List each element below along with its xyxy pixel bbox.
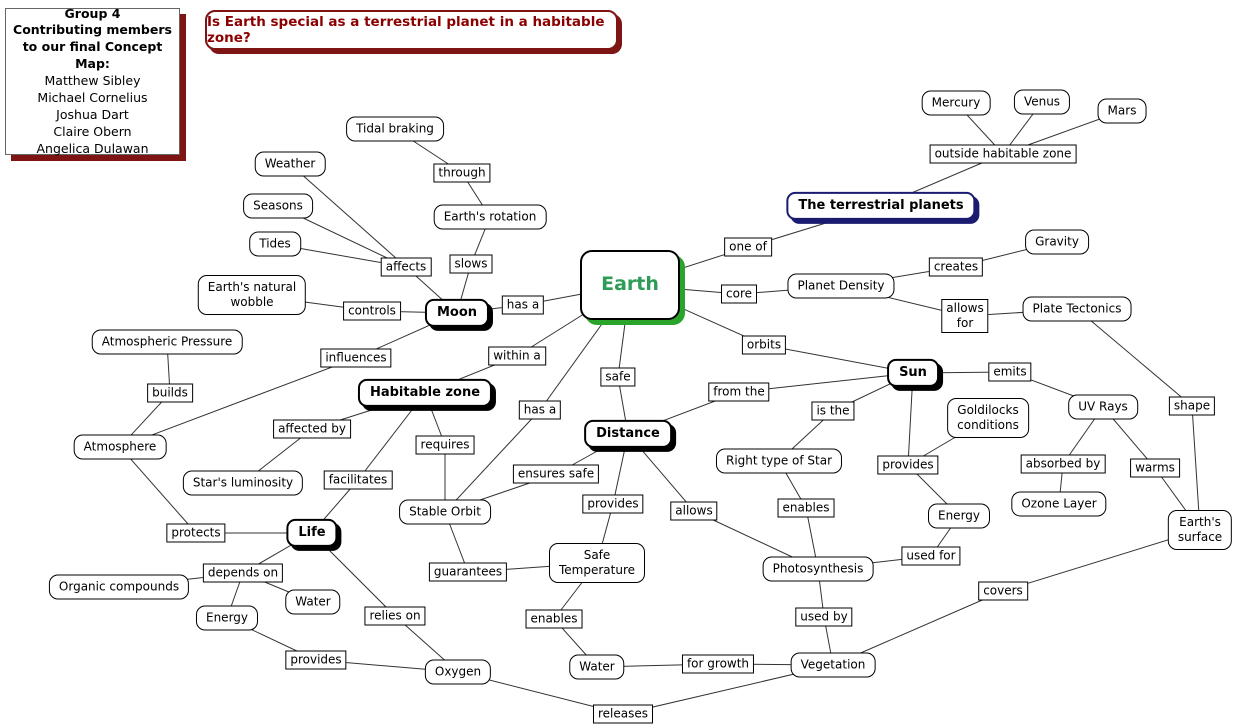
concept-node-oxygen[interactable]: Oxygen	[424, 659, 492, 685]
concept-node-gravity[interactable]: Gravity	[1025, 229, 1089, 255]
concept-node-tides[interactable]: Tides	[249, 231, 301, 257]
link-phrase-used-for[interactable]: used for	[901, 546, 961, 566]
concept-node-stable-orbit[interactable]: Stable Orbit	[399, 499, 491, 525]
link-phrase-creates[interactable]: creates	[928, 257, 984, 277]
concept-node-water-left[interactable]: Water	[285, 589, 341, 615]
concept-node-tidal-braking[interactable]: Tidal braking	[346, 116, 444, 142]
focus-question: Is Earth special as a terrestrial planet…	[205, 10, 618, 50]
concept-node-stars-luminosity[interactable]: Star's luminosity	[182, 470, 304, 496]
concept-node-planet-density[interactable]: Planet Density	[787, 273, 895, 299]
link-phrase-warms[interactable]: warms	[1130, 458, 1180, 478]
link-phrase-depends-on[interactable]: depends on	[202, 563, 284, 583]
link-phrase-safe[interactable]: safe	[600, 367, 636, 387]
link-phrase-emits[interactable]: emits	[988, 362, 1032, 382]
concept-node-habitable-zone[interactable]: Habitable zone	[357, 378, 493, 408]
edge-plate-tectonics-shape	[1076, 308, 1193, 407]
link-phrase-within-a[interactable]: within a	[488, 346, 546, 366]
concept-node-atmospheric-pressure[interactable]: Atmospheric Pressure	[91, 329, 243, 355]
concept-node-mars[interactable]: Mars	[1097, 98, 1147, 124]
concept-node-goldilocks[interactable]: Goldilocks conditions	[947, 398, 1029, 438]
concept-node-earths-natural-wobble[interactable]: Earth's natural wobble	[197, 275, 307, 315]
edge-has-a-2-stable-orbit	[444, 409, 541, 513]
concept-node-weather[interactable]: Weather	[254, 151, 326, 177]
concept-node-earths-surface[interactable]: Earth's surface	[1167, 510, 1233, 550]
concept-node-venus[interactable]: Venus	[1013, 89, 1071, 115]
link-phrase-covers[interactable]: covers	[978, 581, 1028, 601]
credits-member-name: Claire Obern	[53, 123, 132, 139]
link-phrase-relies-on[interactable]: relies on	[364, 606, 426, 626]
concept-node-life[interactable]: Life	[286, 518, 338, 548]
concept-node-organic-compounds[interactable]: Organic compounds	[48, 574, 190, 600]
concept-node-atmosphere[interactable]: Atmosphere	[73, 434, 167, 460]
credits-title-line: Group 4	[64, 5, 121, 21]
link-phrase-outside-habitable-zone[interactable]: outside habitable zone	[929, 144, 1077, 164]
concept-node-energy-right[interactable]: Energy	[927, 503, 991, 529]
link-phrase-provides-energy[interactable]: provides	[285, 650, 347, 670]
concept-node-earth[interactable]: Earth	[580, 250, 680, 320]
link-phrase-one-of[interactable]: one of	[724, 237, 772, 257]
credits-member-name: Michael Cornelius	[37, 89, 148, 105]
concept-node-safe-temperature[interactable]: Safe Temperature	[548, 543, 646, 583]
link-phrase-affects[interactable]: affects	[380, 257, 432, 277]
credits-member-name: Angelica Dulawan	[36, 140, 149, 156]
credits-title-line: Contributing members	[13, 22, 172, 38]
link-phrase-guarantees[interactable]: guarantees	[428, 562, 508, 582]
link-phrase-absorbed-by[interactable]: absorbed by	[1020, 454, 1106, 474]
link-phrase-ensures-safe[interactable]: ensures safe	[512, 464, 600, 484]
link-phrase-has-a-1[interactable]: has a	[501, 295, 545, 315]
concept-node-uv-rays[interactable]: UV Rays	[1068, 394, 1138, 420]
link-phrase-releases[interactable]: releases	[592, 704, 654, 724]
concept-node-seasons[interactable]: Seasons	[243, 193, 313, 219]
concept-node-photosynthesis[interactable]: Photosynthesis	[762, 556, 874, 582]
link-phrase-is-the[interactable]: is the	[811, 401, 855, 421]
concept-node-mercury[interactable]: Mercury	[921, 90, 991, 116]
link-phrase-facilitates[interactable]: facilitates	[323, 470, 393, 490]
link-phrase-enables-temp[interactable]: enables	[525, 609, 583, 629]
link-phrase-builds[interactable]: builds	[147, 383, 193, 403]
credits-member-name: Matthew Sibley	[44, 73, 141, 89]
concept-node-terrestrial-planets[interactable]: The terrestrial planets	[786, 191, 976, 221]
concept-node-moon[interactable]: Moon	[424, 298, 490, 328]
link-phrase-allows-for[interactable]: allows for	[941, 299, 989, 333]
link-phrase-through[interactable]: through	[433, 163, 491, 183]
credits-member-name: Joshua Dart	[56, 106, 129, 122]
link-phrase-orbits[interactable]: orbits	[741, 335, 787, 355]
link-phrase-provides-distance[interactable]: provides	[582, 494, 644, 514]
link-phrase-affected-by[interactable]: affected by	[273, 419, 351, 439]
link-phrase-shape[interactable]: shape	[1168, 396, 1216, 416]
concept-node-right-type-of-star[interactable]: Right type of Star	[715, 448, 843, 474]
concept-node-water-bottom[interactable]: Water	[569, 654, 625, 680]
link-phrase-slows[interactable]: slows	[449, 254, 493, 274]
link-phrase-for-growth[interactable]: for growth	[681, 654, 755, 674]
link-phrase-protects[interactable]: protects	[166, 523, 226, 543]
link-phrase-has-a-2[interactable]: has a	[518, 400, 562, 420]
concept-node-energy-left[interactable]: Energy	[195, 605, 259, 631]
credits-title-line: to our final Concept Map:	[22, 39, 163, 72]
concept-node-sun[interactable]: Sun	[887, 358, 939, 388]
link-phrase-influences[interactable]: influences	[320, 348, 392, 368]
concept-node-vegetation[interactable]: Vegetation	[790, 652, 876, 678]
concept-node-ozone-layer[interactable]: Ozone Layer	[1011, 491, 1107, 517]
link-phrase-allows[interactable]: allows	[670, 501, 718, 521]
link-phrase-used-by[interactable]: used by	[795, 607, 853, 627]
link-phrase-requires[interactable]: requires	[415, 435, 475, 455]
link-phrase-from-the[interactable]: from the	[708, 382, 770, 402]
link-phrase-core[interactable]: core	[721, 284, 757, 304]
credits-box: Group 4 Contributing members to our fina…	[5, 5, 180, 156]
link-phrase-enables-star[interactable]: enables	[777, 498, 835, 518]
concept-node-earths-rotation[interactable]: Earth's rotation	[433, 204, 547, 230]
link-phrase-provides-sun[interactable]: provides	[877, 455, 939, 475]
link-phrase-controls[interactable]: controls	[343, 301, 401, 321]
concept-node-distance[interactable]: Distance	[584, 419, 672, 449]
concept-node-plate-tectonics[interactable]: Plate Tectonics	[1022, 296, 1132, 322]
